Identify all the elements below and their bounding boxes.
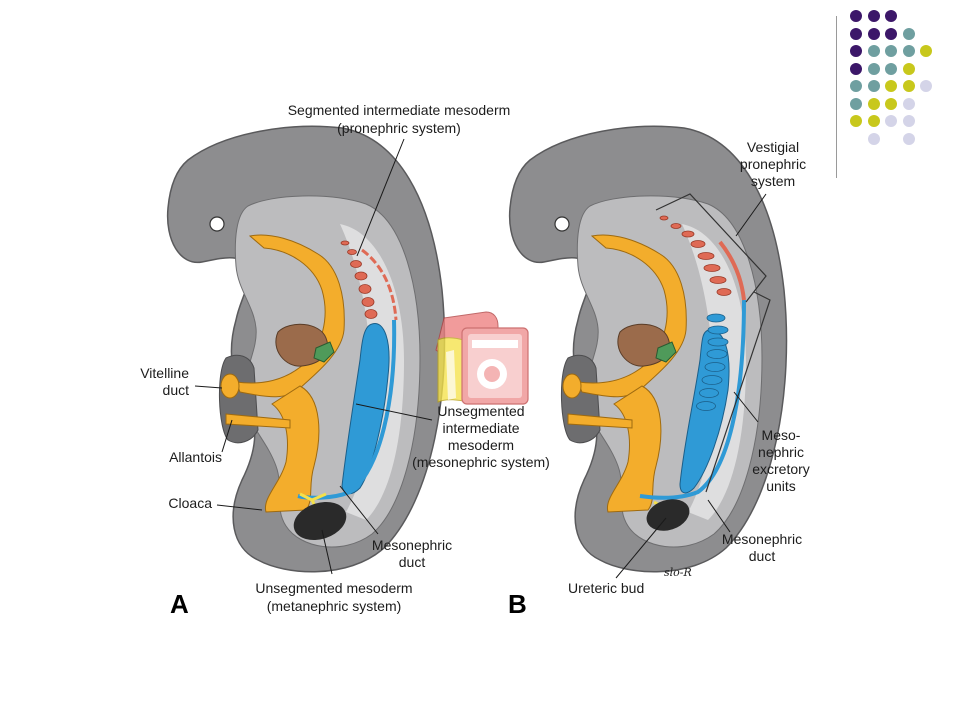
embryo-b-excretory-units	[696, 313, 729, 411]
label-unsegmented-mesoderm: Unsegmented mesoderm	[255, 580, 412, 596]
decorative-dot	[850, 80, 862, 92]
label-pronephric-system: (pronephric system)	[337, 120, 461, 136]
decorative-dot	[867, 132, 880, 145]
label-cloaca: Cloaca	[168, 495, 212, 511]
leader-lines	[194, 138, 767, 579]
embryo-b-gut-lower	[606, 385, 662, 513]
embryo-a-yolk-stalk	[219, 354, 259, 444]
panel-letter-b: B	[508, 589, 527, 619]
excretory-bracket	[705, 291, 771, 493]
decorative-dot	[885, 97, 897, 110]
label-system: system	[751, 173, 795, 189]
decorative-dot	[885, 62, 897, 75]
decorative-dot	[867, 80, 880, 92]
label-intermediate: intermediate	[442, 420, 519, 436]
label-mesoderm: mesoderm	[448, 437, 514, 453]
decorative-dot	[885, 45, 897, 57]
panel-a	[166, 125, 446, 573]
vestigial-bracket	[655, 193, 767, 303]
panel-letter-a: A	[170, 589, 189, 619]
decorative-dot	[850, 27, 862, 40]
embryo-b-duct-line	[639, 299, 746, 500]
label-mesonephric-system: (mesonephric system)	[412, 454, 550, 470]
decorative-dot	[920, 80, 932, 92]
label-mesonephric-a: Mesonephric	[372, 537, 452, 553]
label-segmented-mesoderm: Segmented intermediate mesoderm	[288, 102, 511, 118]
label-allantois: Allantois	[169, 449, 222, 465]
embryo-b-pronephric-vestige	[659, 215, 732, 296]
decorative-dot	[902, 27, 915, 40]
decorative-dot	[902, 80, 915, 92]
decorative-dot	[902, 115, 915, 127]
embryo-b-vitelline-opening	[562, 373, 582, 399]
embryo-b-red-stripe	[718, 240, 746, 301]
decorative-dot	[885, 27, 897, 40]
decorative-dot	[902, 45, 915, 57]
decorative-dot	[850, 45, 862, 57]
label-units: units	[766, 478, 796, 494]
decorative-dot	[867, 45, 880, 57]
embryo-b-allantois-duct	[567, 413, 633, 429]
decorative-dot	[850, 115, 862, 127]
decorative-vertical-rule	[836, 16, 837, 178]
embryo-a-red-stripe	[361, 248, 398, 321]
label-unsegmented: Unsegmented	[437, 403, 524, 419]
embryo-a-gut-lower	[264, 385, 320, 513]
embryo-b-metanephric-mass	[646, 499, 690, 531]
embryo-a-vitelline-opening	[220, 373, 240, 399]
decorative-dot	[867, 97, 880, 110]
embryo-a-pronephric-segments	[340, 240, 378, 319]
decorative-dot	[885, 80, 897, 92]
decorative-dot	[885, 10, 897, 22]
embryo-a-eye	[209, 216, 225, 232]
embryo-b-liver-bud	[655, 341, 677, 363]
embryo-b-yolk-stalk	[561, 354, 601, 444]
embryo-b-eye	[554, 216, 570, 232]
decorative-dot	[902, 62, 915, 75]
label-pronephric: pronephric	[740, 156, 806, 172]
label-mesonephric-b: Mesonephric	[722, 531, 802, 547]
label-vitelline: Vitelline	[140, 365, 189, 381]
decorative-dot	[885, 115, 897, 127]
label-vestigial: Vestigial	[747, 139, 799, 155]
embryo-a-metanephric-mass	[293, 501, 347, 541]
embryo-a-allantois-duct	[225, 413, 291, 429]
decorative-dot	[867, 115, 880, 127]
embryo-a-liver-bud	[313, 341, 335, 363]
label-excretory: excretory	[752, 461, 810, 477]
label-meso: Meso-	[762, 427, 801, 443]
label-ureteric-bud: Ureteric bud	[568, 580, 644, 596]
panel-b-labels: Vestigial pronephric system Meso- nephri…	[508, 139, 810, 619]
decorative-dot	[902, 97, 915, 110]
decorative-dot	[850, 62, 862, 75]
decorative-dot	[867, 62, 880, 75]
decorative-dot	[920, 45, 932, 57]
label-metanephric-system: (metanephric system)	[267, 598, 402, 614]
decorative-dot	[850, 10, 862, 22]
decorative-dot	[850, 97, 862, 110]
panel-a-labels: Segmented intermediate mesoderm (proneph…	[140, 102, 550, 619]
artist-signature: slo-R	[664, 566, 692, 579]
label-mesonephric-duct-b: duct	[749, 548, 776, 564]
presentation-file-icon	[435, 311, 529, 405]
decorative-dot	[902, 132, 915, 145]
decorative-dot	[867, 10, 880, 22]
label-vitelline-duct: duct	[163, 382, 190, 398]
label-mesonephric-duct-a: duct	[399, 554, 426, 570]
decorative-dot	[867, 27, 880, 40]
label-nephric: nephric	[758, 444, 804, 460]
panel-b	[508, 125, 788, 573]
